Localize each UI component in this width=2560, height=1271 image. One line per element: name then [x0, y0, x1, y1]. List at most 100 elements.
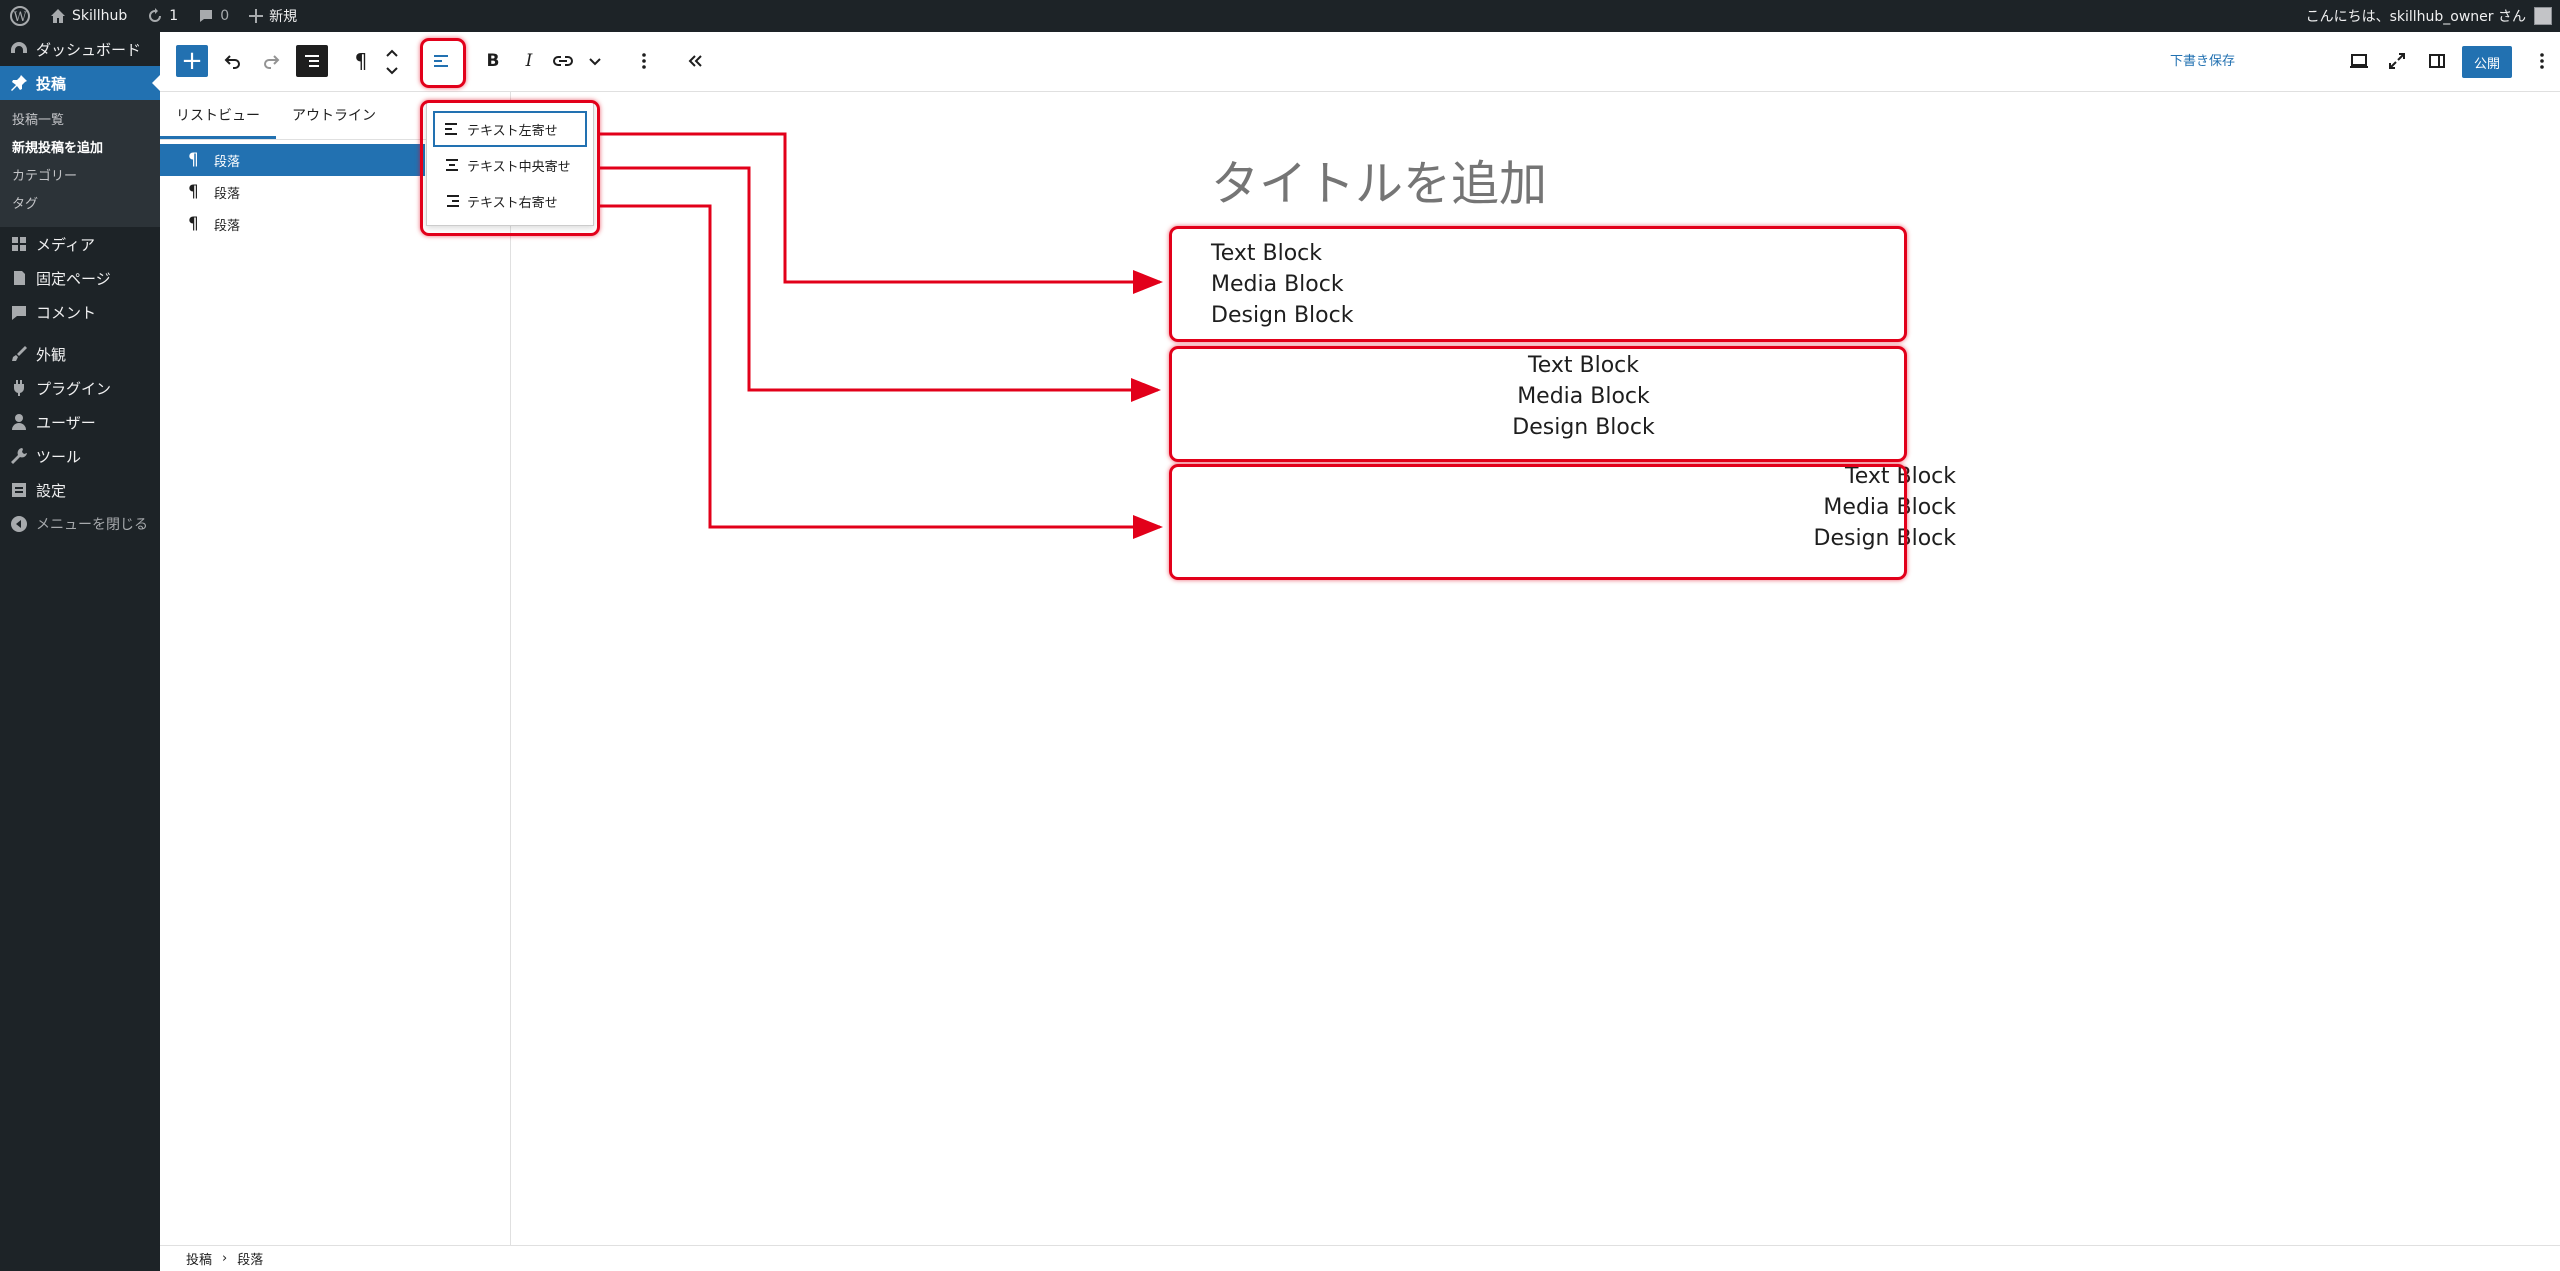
menu-pages[interactable]: 固定ページ [0, 261, 160, 295]
comments-count: 0 [220, 8, 230, 24]
collapse-menu-button[interactable]: メニューを閉じる [0, 507, 160, 541]
collapse-toolbar-button[interactable] [680, 46, 710, 76]
plugin-icon [13, 380, 25, 396]
menu-settings[interactable]: 設定 [0, 473, 160, 507]
more-vertical-icon [642, 53, 646, 69]
redo-button[interactable] [256, 46, 286, 76]
align-text-button[interactable] [426, 46, 456, 76]
submenu-categories[interactable]: カテゴリー [12, 169, 78, 184]
media-icon [12, 237, 26, 251]
paragraph-line: Media Block [1211, 272, 1344, 297]
tab-list-view[interactable]: リストビュー [160, 92, 276, 139]
align-left-option[interactable]: テキスト左寄せ [433, 111, 587, 147]
menu-posts-label: 投稿 [36, 74, 67, 93]
paragraph-line: Media Block [1517, 384, 1650, 409]
new-content-link[interactable]: 新規 [239, 0, 307, 32]
admin-menu: ダッシュボード 投稿 投稿一覧 新規投稿を追加 カテゴリー タグ メディア 固定… [0, 32, 160, 1271]
more-formatting-button[interactable] [584, 46, 606, 76]
align-right-label: テキスト右寄せ [467, 195, 558, 211]
align-center-option[interactable]: テキスト中央寄せ [433, 147, 587, 183]
breadcrumb: 投稿 › 段落 [160, 1245, 2560, 1271]
paragraph-block-right[interactable]: Text Block Media Block Design Block [1211, 461, 1956, 554]
sidebar-icon [2429, 54, 2445, 68]
list-view-icon [305, 55, 319, 67]
list-view-tabs: リストビュー アウトライン [160, 92, 510, 140]
paragraph-line: Text Block [1528, 353, 1639, 378]
menu-posts[interactable]: 投稿 [0, 66, 160, 100]
chevron-down-icon [589, 58, 601, 66]
menu-media[interactable]: メディア [0, 227, 160, 261]
move-up-down-button[interactable] [382, 44, 402, 80]
post-title-input[interactable]: タイトルを追加 [1211, 156, 1548, 212]
new-label: 新規 [269, 9, 298, 25]
submenu-all-posts[interactable]: 投稿一覧 [12, 113, 65, 128]
dashboard-icon [11, 42, 27, 53]
updates-link[interactable]: 1 [137, 0, 188, 32]
submenu-add-new-post[interactable]: 新規投稿を追加 [12, 141, 104, 156]
fullscreen-button[interactable] [2382, 46, 2412, 76]
block-options-button[interactable] [632, 46, 656, 76]
document-overview-button[interactable] [296, 45, 328, 77]
paragraph-line: Media Block [1823, 495, 1956, 520]
wp-logo-button[interactable]: W [0, 0, 40, 32]
paragraph-block-left[interactable]: Text Block Media Block Design Block [1211, 238, 1956, 331]
menu-media-label: メディア [36, 235, 95, 254]
annotation-highlight-dropdown [420, 100, 600, 236]
bold-button[interactable]: B [486, 51, 500, 71]
list-view-item[interactable]: ¶ 段落 [160, 144, 425, 176]
preview-device-button[interactable] [2344, 46, 2374, 76]
menu-tools[interactable]: ツール [0, 439, 160, 473]
site-name-link[interactable]: Skillhub [40, 0, 137, 32]
list-view-item-label: 段落 [214, 186, 241, 202]
paragraph-line: Design Block [1512, 415, 1655, 440]
annotation-highlight-align-button [420, 38, 466, 88]
menu-dashboard-label: ダッシュボード [36, 40, 142, 59]
undo-button[interactable] [218, 46, 248, 76]
options-button[interactable] [2532, 46, 2552, 76]
link-icon [553, 56, 573, 66]
paragraph-block-center[interactable]: Text Block Media Block Design Block [1211, 350, 1956, 443]
posts-submenu: 投稿一覧 新規投稿を追加 カテゴリー タグ [0, 100, 160, 227]
menu-pages-label: 固定ページ [36, 269, 111, 288]
redo-icon [264, 55, 280, 69]
list-view-item[interactable]: ¶ 段落 [160, 208, 425, 240]
publish-button[interactable]: 公開 [2462, 46, 2512, 78]
align-center-label: テキスト中央寄せ [467, 159, 571, 175]
menu-plugins[interactable]: プラグイン [0, 371, 160, 405]
paragraph-line: Text Block [1211, 241, 1322, 266]
home-icon [51, 9, 65, 23]
more-vertical-icon [2540, 53, 2544, 69]
paragraph-line: Design Block [1813, 526, 1956, 551]
chevron-double-left-icon [688, 55, 702, 67]
settings-sidebar-button[interactable] [2422, 46, 2452, 76]
chevron-up-down-icon [386, 49, 398, 75]
breadcrumb-separator: › [222, 1251, 228, 1266]
menu-separator [0, 329, 160, 337]
tab-outline[interactable]: アウトライン [292, 108, 376, 124]
submenu-tags[interactable]: タグ [12, 197, 39, 212]
fullscreen-icon [2389, 53, 2405, 69]
italic-button[interactable]: I [525, 51, 533, 71]
comments-link[interactable]: 0 [188, 0, 239, 32]
align-left-icon [434, 55, 448, 67]
collapse-arrow-icon [11, 516, 27, 532]
annotation-highlight-center-block [1169, 346, 1907, 462]
menu-dashboard[interactable]: ダッシュボード [0, 32, 160, 66]
paragraph-block-button[interactable]: ¶ [354, 49, 368, 73]
menu-comments[interactable]: コメント [0, 295, 160, 329]
menu-appearance[interactable]: 外観 [0, 337, 160, 371]
link-button[interactable] [548, 46, 578, 76]
my-account-link[interactable]: こんにちは、skillhub_owner さん [2296, 0, 2560, 32]
annotation-highlight-left-block [1169, 226, 1907, 342]
menu-tools-label: ツール [36, 447, 82, 466]
wordpress-logo-icon: W [10, 6, 30, 26]
wrench-icon [11, 448, 27, 464]
menu-users[interactable]: ユーザー [0, 405, 160, 439]
breadcrumb-paragraph[interactable]: 段落 [237, 1253, 264, 1268]
breadcrumb-posts[interactable]: 投稿 [186, 1253, 213, 1268]
save-draft-button[interactable]: 下書き保存 [2170, 54, 2236, 69]
list-view-item[interactable]: ¶ 段落 [160, 176, 425, 208]
block-inserter-button[interactable]: + [176, 45, 208, 77]
list-view-panel: リストビュー アウトライン ¶ 段落 ¶ 段落 ¶ 段落 [160, 92, 511, 1245]
align-right-option[interactable]: テキスト右寄せ [433, 183, 587, 219]
